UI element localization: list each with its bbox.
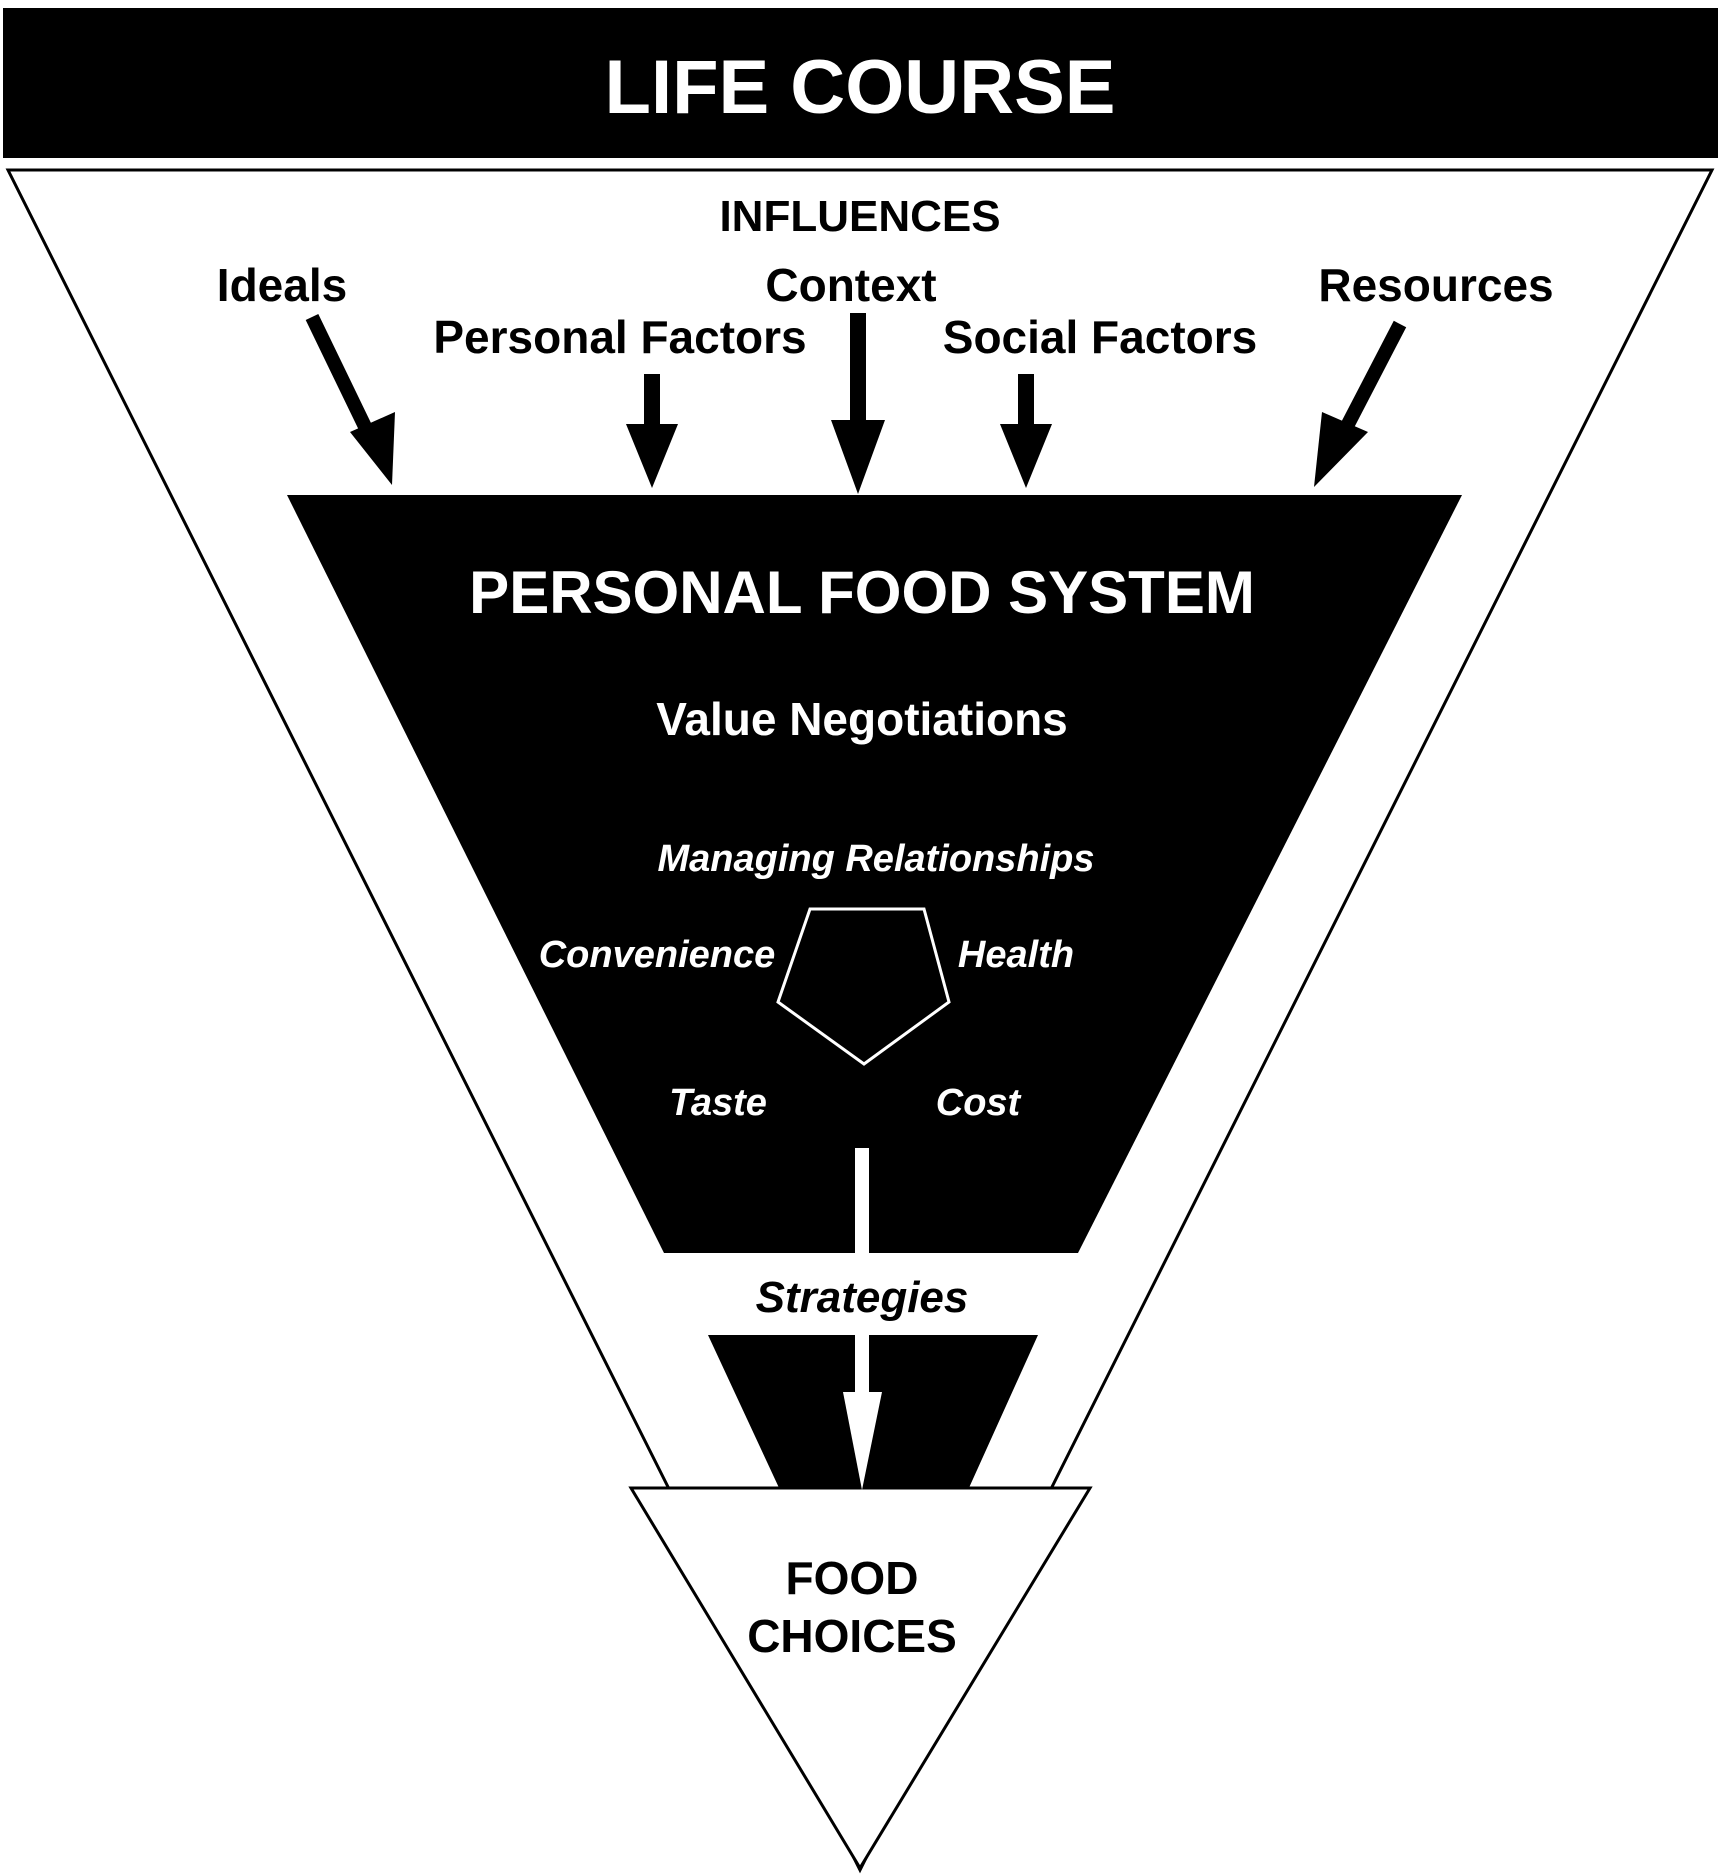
food-choices-triangle: [628, 1486, 1093, 1871]
influence-social-factors-label: Social Factors: [942, 311, 1258, 363]
influence-arrow-context: [831, 313, 885, 494]
arrow-down-icon: [1000, 424, 1052, 488]
personal-food-system-trapezoid: [287, 495, 1462, 1253]
influence-arrow-personal-factors: [626, 374, 678, 488]
influence-arrow-resources: [1314, 320, 1407, 487]
value-health: Health: [957, 934, 1075, 976]
influence-context-label: Context: [765, 259, 937, 311]
influences-heading: INFLUENCES: [719, 192, 1001, 241]
life-course-title: LIFE COURSE: [604, 45, 1116, 130]
value-taste: Taste: [669, 1082, 767, 1124]
life-course-bar: [3, 8, 1718, 158]
influence-resources-label: Resources: [1318, 259, 1554, 311]
strategies-label: Strategies: [755, 1273, 969, 1322]
value-managing-relationships: Managing Relationships: [657, 838, 1095, 880]
food-choices-label: FOOD CHOICES: [747, 1552, 957, 1662]
value-negotiations-label: Value Negotiations: [656, 693, 1068, 745]
influence-arrow-ideals: [305, 313, 395, 485]
influence-arrow-social-factors: [1000, 374, 1052, 488]
strategies-arrow: [843, 1148, 882, 1490]
arrow-down-icon: [831, 420, 885, 494]
arrow-down-icon: [626, 424, 678, 488]
arrow-down-icon: [350, 412, 395, 485]
arrow-down-icon: [843, 1392, 882, 1490]
pentagon-icon: [776, 907, 951, 1066]
arrow-down-icon: [1314, 412, 1368, 487]
personal-food-system-title: PERSONAL FOOD SYSTEM: [469, 559, 1255, 626]
value-convenience: Convenience: [538, 934, 776, 976]
influence-ideals-label: Ideals: [216, 259, 348, 311]
influence-personal-factors-label: Personal Factors: [433, 311, 807, 363]
value-cost: Cost: [935, 1082, 1021, 1124]
